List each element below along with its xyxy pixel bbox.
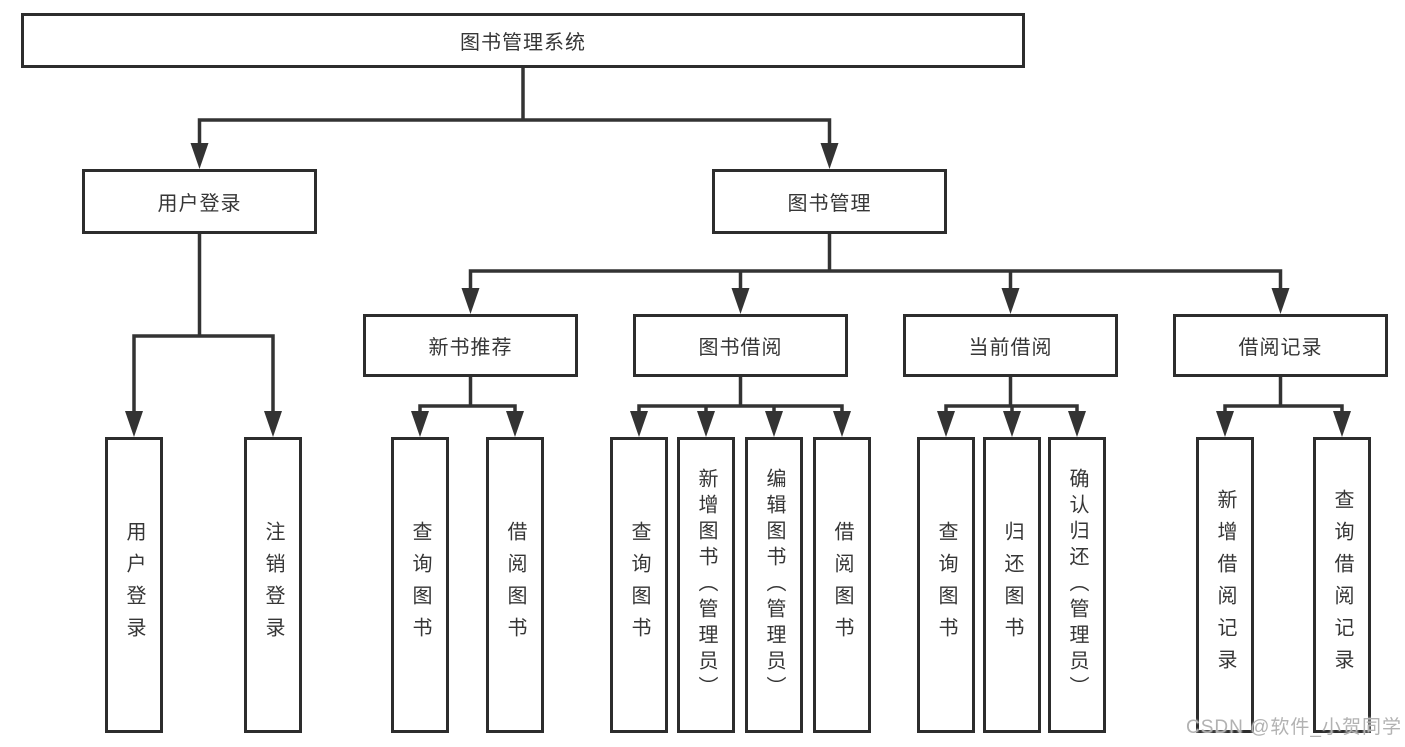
node-root-library-system: 图书管理系统 bbox=[21, 13, 1025, 68]
arrowhead bbox=[190, 143, 209, 169]
leaf-edit-book-admin: 编辑图书（管理员） bbox=[745, 437, 803, 733]
arrowhead bbox=[731, 288, 750, 314]
connector-book-management-to-level3 bbox=[461, 232, 1290, 314]
arrowhead bbox=[630, 411, 648, 437]
arrowhead bbox=[411, 411, 429, 437]
connector-borrow-records-to-leaves bbox=[1216, 375, 1351, 437]
csdn-watermark: CSDN @软件_小贺同学 bbox=[1186, 717, 1402, 738]
arrowhead bbox=[461, 288, 480, 314]
arrowhead bbox=[264, 411, 282, 437]
arrowhead bbox=[820, 143, 839, 169]
arrowhead bbox=[125, 411, 143, 437]
arrowhead bbox=[1333, 411, 1351, 437]
node-book-borrow: 图书借阅 bbox=[633, 314, 848, 377]
arrowhead bbox=[506, 411, 524, 437]
arrowhead bbox=[1001, 288, 1020, 314]
arrowhead bbox=[937, 411, 955, 437]
node-borrow-records: 借阅记录 bbox=[1173, 314, 1388, 377]
connector-current-borrow-to-leaves bbox=[937, 375, 1086, 437]
leaf-query-books-recommend: 查询图书 bbox=[391, 437, 449, 733]
leaf-return-book: 归还图书 bbox=[983, 437, 1041, 733]
node-user-login: 用户登录 bbox=[82, 169, 317, 234]
arrowhead bbox=[1068, 411, 1086, 437]
connector-user-login-to-leaves bbox=[125, 232, 282, 437]
node-book-management: 图书管理 bbox=[712, 169, 947, 234]
arrowhead bbox=[1216, 411, 1234, 437]
arrowhead bbox=[1003, 411, 1021, 437]
leaf-user-login: 用户登录 bbox=[105, 437, 163, 733]
arrowhead bbox=[833, 411, 851, 437]
node-new-book-recommend: 新书推荐 bbox=[363, 314, 578, 377]
leaf-query-books-current: 查询图书 bbox=[917, 437, 975, 733]
connector-book-borrow-to-leaves bbox=[630, 375, 851, 437]
node-current-borrow: 当前借阅 bbox=[903, 314, 1118, 377]
arrowhead bbox=[765, 411, 783, 437]
leaf-query-borrow-record: 查询借阅记录 bbox=[1313, 437, 1371, 733]
leaf-logout: 注销登录 bbox=[244, 437, 302, 733]
leaf-borrow-books: 借阅图书 bbox=[813, 437, 871, 733]
leaf-query-books-borrow: 查询图书 bbox=[610, 437, 668, 733]
connector-root-to-level2 bbox=[190, 66, 839, 169]
leaf-confirm-return-admin: 确认归还（管理员） bbox=[1048, 437, 1106, 733]
leaf-add-book-admin: 新增图书（管理员） bbox=[677, 437, 735, 733]
leaf-add-borrow-record: 新增借阅记录 bbox=[1196, 437, 1254, 733]
arrowhead bbox=[1271, 288, 1290, 314]
connector-new-book-recommend-to-leaves bbox=[411, 375, 524, 437]
leaf-borrow-books-recommend: 借阅图书 bbox=[486, 437, 544, 733]
arrowhead bbox=[697, 411, 715, 437]
